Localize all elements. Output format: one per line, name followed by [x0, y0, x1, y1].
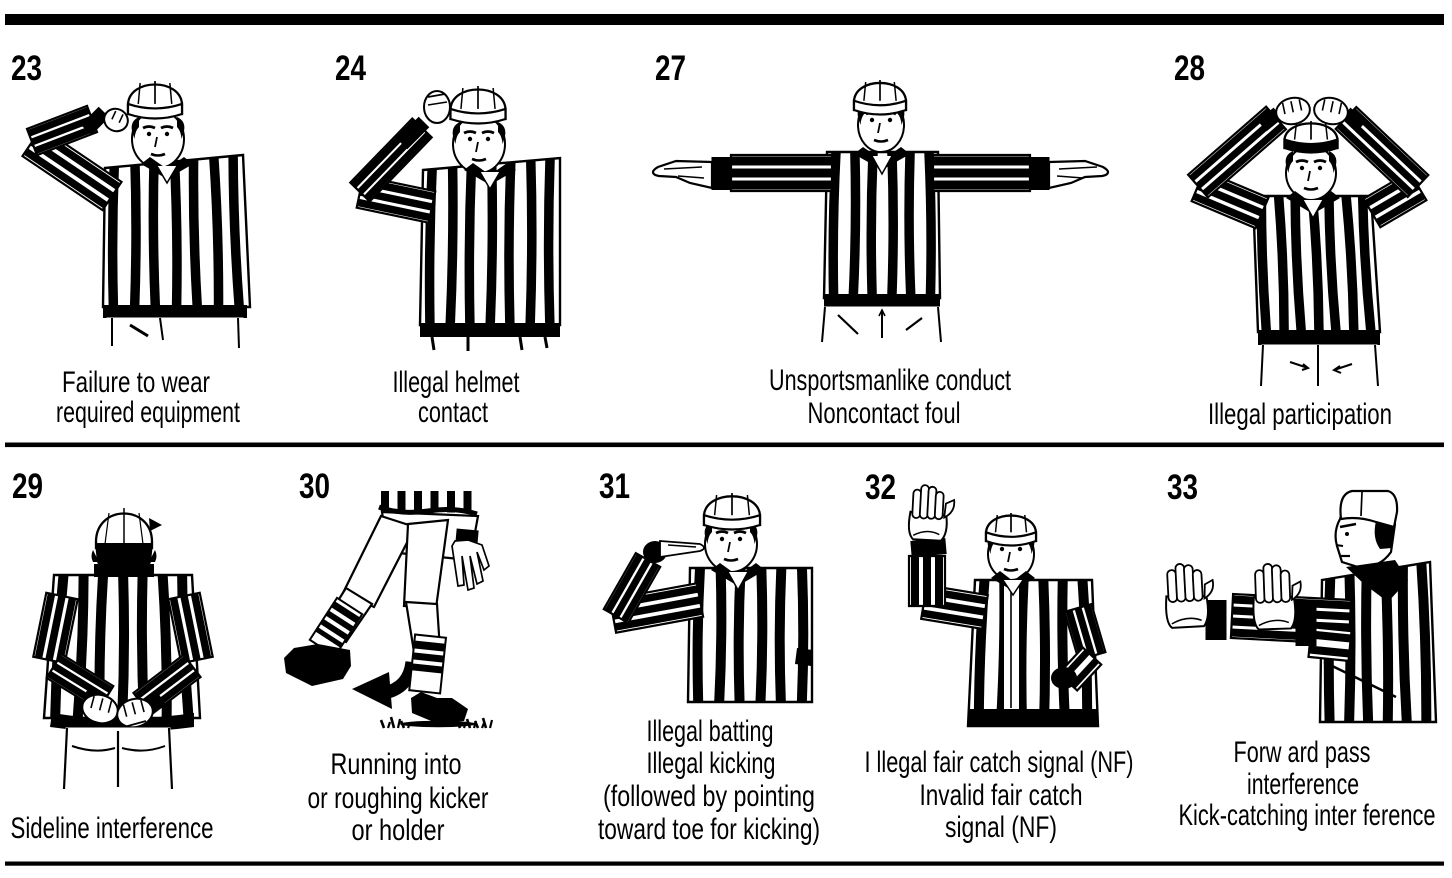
svg-text:Sideline interference: Sideline interference: [11, 812, 214, 845]
svg-text:Invalid fair catch: Invalid fair catch: [920, 779, 1083, 812]
svg-text:or holder: or holder: [352, 814, 445, 847]
svg-text:signal (NF): signal (NF): [945, 811, 1057, 844]
svg-text:Unsportsmanlike conduct: Unsportsmanlike conduct: [769, 364, 1011, 397]
svg-text:32: 32: [865, 468, 896, 507]
svg-text:or roughing kicker: or roughing kicker: [308, 782, 489, 815]
svg-text:33: 33: [1167, 468, 1198, 507]
svg-text:I llegal fair catch signal: I llegal fair catch signal (NF): [865, 746, 1134, 779]
svg-text:interference: interference: [1247, 768, 1359, 801]
svg-text:31: 31: [599, 467, 630, 506]
svg-text:Forw ard pass: Forw ard pass: [1234, 736, 1371, 769]
svg-text:28: 28: [1174, 49, 1205, 88]
svg-text:30: 30: [299, 467, 330, 506]
svg-text:Running into: Running into: [331, 748, 462, 781]
svg-text:24: 24: [335, 49, 366, 88]
svg-text:contact: contact: [418, 396, 488, 429]
svg-text:23: 23: [11, 49, 42, 88]
svg-text:Illegal kicking: Illegal kicking: [647, 747, 776, 780]
svg-text:Kick-catching inter ference: Kick-catching inter ference: [1179, 799, 1436, 832]
svg-text:Failure to wear: Failure to wear: [62, 366, 210, 399]
svg-text:required equipment: required equipment: [56, 396, 240, 429]
svg-text:Illegal helmet: Illegal helmet: [393, 366, 520, 399]
svg-text:Illegal participation: Illegal participation: [1208, 398, 1392, 431]
svg-text:Noncontact foul: Noncontact foul: [808, 397, 961, 430]
svg-text:toward toe for kicking): toward toe for kicking): [598, 813, 820, 846]
svg-text:27: 27: [655, 49, 686, 88]
svg-text:(followed by pointing: (followed by pointing: [603, 780, 815, 813]
svg-text:29: 29: [12, 467, 43, 506]
svg-text:Illegal batting: Illegal batting: [647, 715, 774, 748]
